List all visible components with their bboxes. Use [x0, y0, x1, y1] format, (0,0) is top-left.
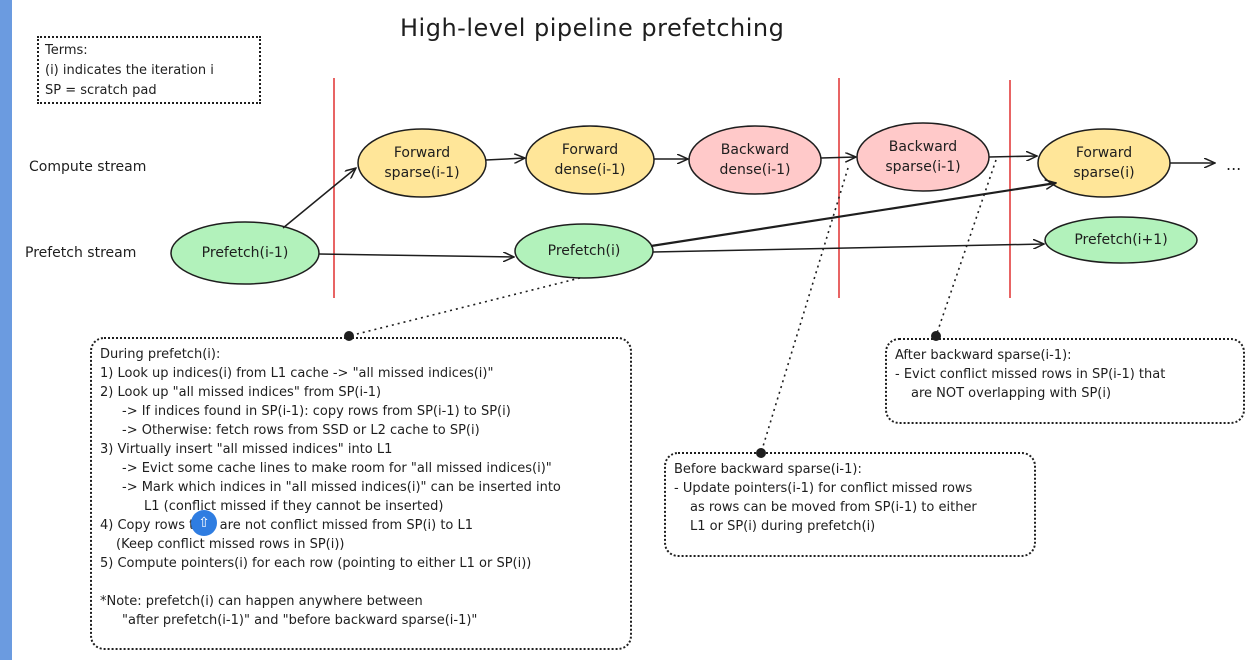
note-line: 2) Look up "all missed indices" from SP(… — [100, 385, 382, 400]
compute-stream-label: Compute stream — [29, 159, 147, 175]
node-forward-sparse-prev — [357, 128, 487, 198]
terms-line: (i) indicates the iteration i — [45, 63, 214, 78]
note-line: as rows can be moved from SP(i-1) to eit… — [690, 500, 977, 515]
left-accent-bar — [0, 0, 12, 660]
node-prefetch-prev — [170, 221, 320, 285]
note-line: During prefetch(i): — [100, 347, 221, 362]
node-label-forward-dense-prev: Forward dense(i-1) — [554, 142, 626, 178]
note-line: L1 (conflict missed if they cannot be in… — [144, 499, 444, 514]
note-line: -> Evict some cache lines to make room f… — [122, 461, 552, 476]
note-line: -> If indices found in SP(i-1): copy row… — [122, 404, 511, 419]
continuation-ellipsis: ... — [1226, 155, 1242, 174]
note-line: -> Mark which indices in "all missed ind… — [122, 480, 561, 495]
node-label-prefetch-cur: Prefetch(i) — [547, 243, 621, 259]
node-backward-dense-prev — [688, 125, 822, 195]
arrow-pp-to-pc — [318, 254, 514, 257]
connector-before-note — [760, 167, 849, 454]
node-prefetch-cur — [514, 223, 654, 279]
note-line: 4) Copy rows that are not conflict misse… — [100, 518, 474, 533]
arrow-pc-to-pn — [652, 244, 1044, 253]
node-label-backward-sparse-prev: Backward sparse(i-1) — [885, 139, 961, 175]
connector-after-note — [935, 159, 997, 337]
cursor-icon: ⇧ — [191, 510, 217, 536]
note-line: L1 or SP(i) during prefetch(i) — [690, 519, 876, 534]
node-label-prefetch-prev: Prefetch(i-1) — [201, 245, 289, 261]
node-label-prefetch-next: Prefetch(i+1) — [1074, 232, 1168, 248]
prefetch-stream-label: Prefetch stream — [25, 245, 137, 261]
note-line: "after prefetch(i-1)" and "before backwa… — [122, 613, 478, 628]
arrow-bs-to-fs — [988, 156, 1037, 157]
note-line: -> Otherwise: fetch rows from SSD or L2 … — [122, 423, 480, 438]
terms-heading: Terms: — [45, 43, 88, 58]
note-line: 3) Virtually insert "all missed indices"… — [100, 442, 393, 457]
note-line: (Keep conflict missed rows in SP(i)) — [116, 537, 345, 552]
note-line: - Evict conflict missed rows in SP(i-1) … — [895, 367, 1166, 382]
note-line: 1) Look up indices(i) from L1 cache -> "… — [100, 366, 494, 381]
note-during-prefetch: During prefetch(i): 1) Look up indices(i… — [90, 337, 632, 650]
note-line: *Note: prefetch(i) can happen anywhere b… — [100, 594, 423, 609]
note-after-backward-sparse: After backward sparse(i-1): - Evict conf… — [885, 338, 1245, 424]
note-line: 5) Compute pointers(i) for each row (poi… — [100, 556, 532, 571]
note-before-backward-sparse: Before backward sparse(i-1): - Update po… — [664, 452, 1036, 557]
note-line: - Update pointers(i-1) for conflict miss… — [674, 481, 973, 496]
terms-line: SP = scratch pad — [45, 83, 157, 98]
arrow-pc-to-fs — [650, 183, 1056, 248]
arrow-fs-to-fd — [485, 158, 525, 160]
note-line: After backward sparse(i-1): — [895, 348, 1072, 363]
diagram-title: High-level pipeline prefetching — [400, 14, 785, 42]
note-line: Before backward sparse(i-1): — [674, 462, 862, 477]
node-label-forward-sparse-prev: Forward sparse(i-1) — [384, 145, 460, 181]
connector-main-note — [348, 277, 581, 337]
note-spacer — [100, 573, 622, 592]
node-label-backward-dense-prev: Backward dense(i-1) — [719, 142, 791, 178]
note-line: are NOT overlapping with SP(i) — [911, 386, 1112, 401]
arrow-bd-to-bs — [820, 157, 856, 158]
arrow-pp-to-fs — [282, 168, 356, 229]
terms-box: Terms: (i) indicates the iteration i SP … — [37, 36, 261, 104]
node-label-forward-sparse-cur: Forward sparse(i) — [1073, 145, 1135, 181]
